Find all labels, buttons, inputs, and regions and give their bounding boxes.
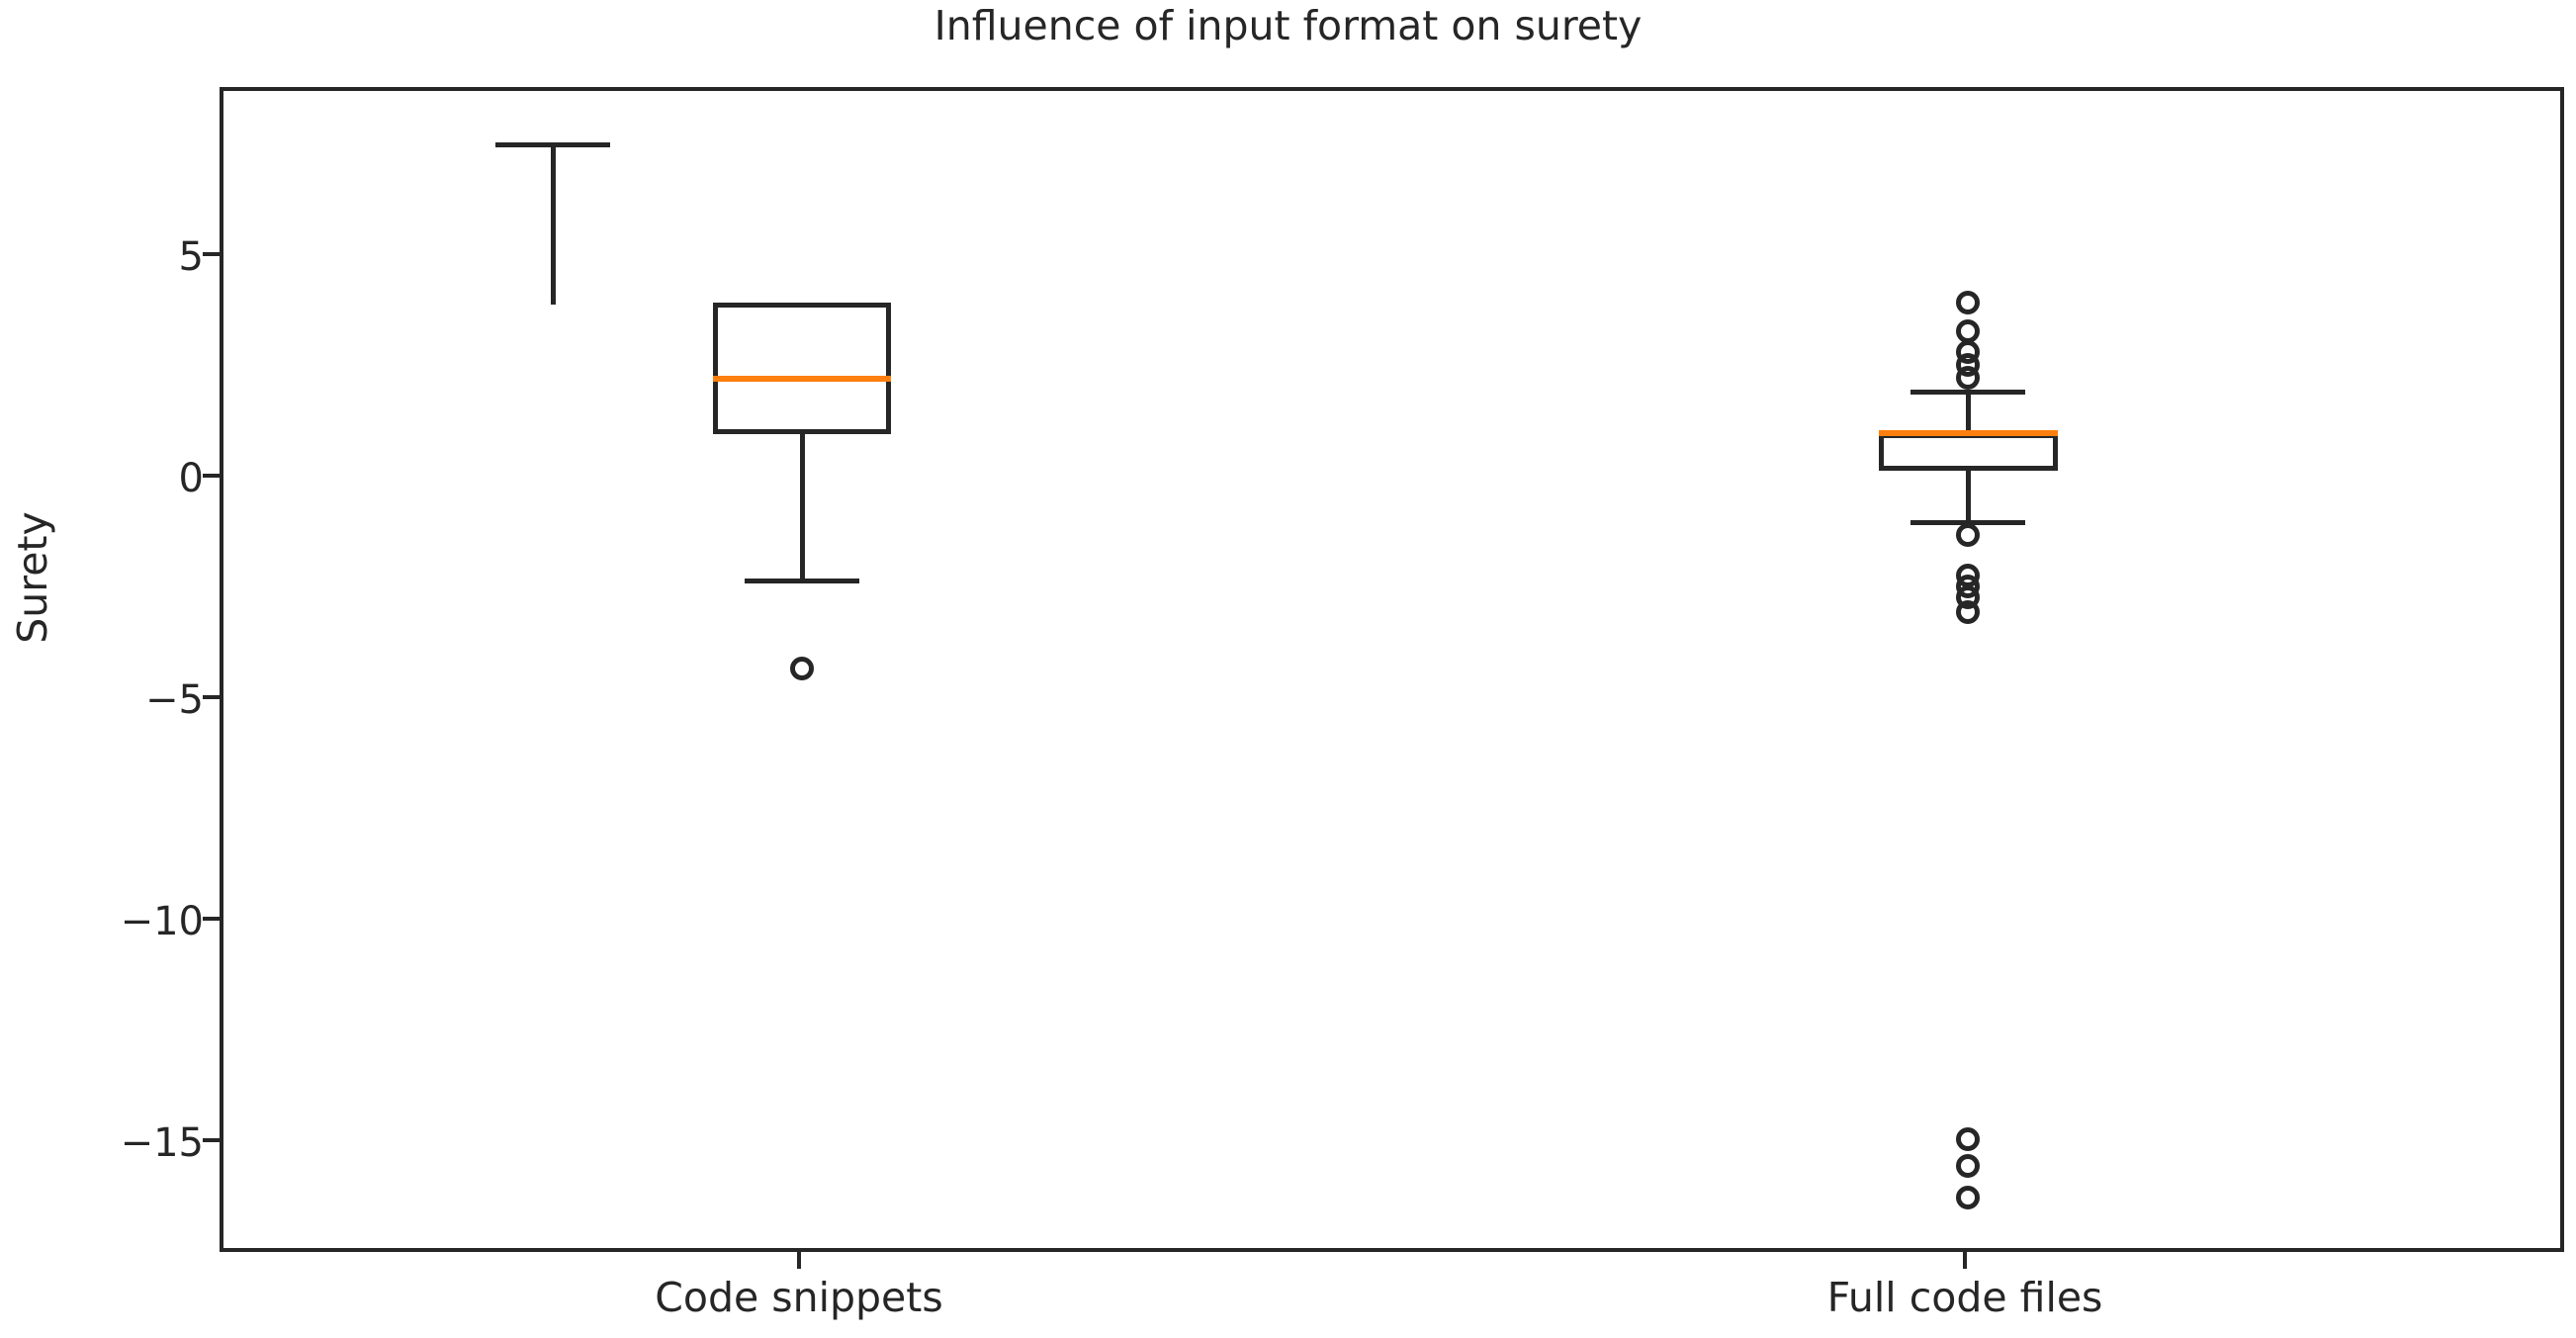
whisker-top-box1 <box>551 142 556 305</box>
whisker-top-box2 <box>1966 390 1971 433</box>
outlier-point <box>790 657 814 680</box>
y-tick-mark-neg10 <box>203 917 220 921</box>
outlier-point <box>1956 1154 1980 1178</box>
y-tick-mark-neg15 <box>203 1138 220 1142</box>
y-tick-label-neg5: −5 <box>145 677 204 723</box>
x-tick-label-full-code-files: Full code files <box>1826 1274 2103 1321</box>
whisker-cap-bottom-box2 <box>1910 520 2025 525</box>
whisker-bottom-box2 <box>1966 471 1971 522</box>
box-body-box2 <box>1879 433 2058 471</box>
x-tick-mark-2 <box>1963 1252 1967 1269</box>
box-body-box1 <box>713 303 891 434</box>
chart-title: Influence of input format on surety <box>933 2 1643 49</box>
y-tick-label-neg10: −10 <box>120 899 204 944</box>
y-tick-label-neg15: −15 <box>120 1120 204 1166</box>
outlier-point <box>1956 1186 1980 1209</box>
median-line-box1 <box>713 376 891 382</box>
y-tick-mark-5 <box>203 252 220 256</box>
y-tick-label-5: 5 <box>178 234 204 280</box>
outlier-point <box>1956 291 1980 314</box>
outlier-point <box>1956 600 1980 624</box>
whisker-bottom-box1 <box>800 434 805 580</box>
x-tick-label-code-snippets: Code snippets <box>655 1274 943 1321</box>
whisker-cap-bottom-box1 <box>745 579 859 583</box>
y-tick-mark-0 <box>203 474 220 478</box>
y-tick-label-0: 0 <box>178 456 204 501</box>
outlier-point <box>1956 366 1980 390</box>
x-tick-mark-1 <box>797 1252 801 1269</box>
median-line-box2 <box>1879 430 2058 436</box>
outlier-point <box>1956 523 1980 547</box>
plot-area <box>220 87 2564 1252</box>
y-tick-mark-neg5 <box>203 695 220 699</box>
outlier-point <box>1956 1127 1980 1151</box>
